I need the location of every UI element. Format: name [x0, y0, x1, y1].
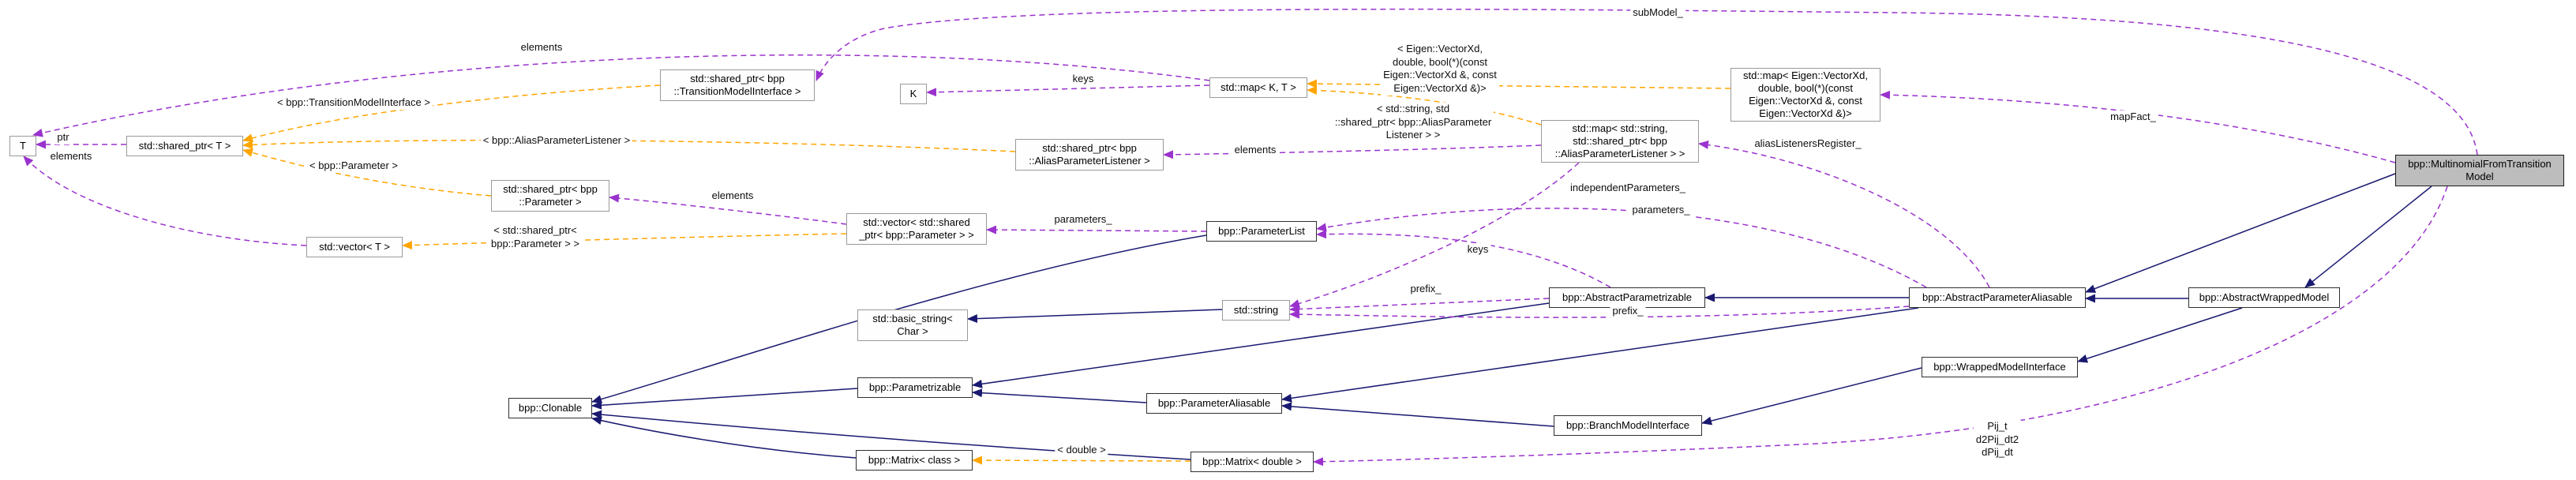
edge-use-listenermap-keys: [1289, 162, 1580, 308]
node-std-map-string-aliasparameterlistener: std::map< std::string, std::shared_ptr< …: [1541, 120, 1699, 163]
edge-tpl-sharedptr-transitionmodelinterface: [242, 84, 661, 143]
edge-label-independentparameters: independentParameters_: [1568, 182, 1688, 195]
edge-label-elements-vector: elements: [47, 150, 95, 163]
edge-use-parameters-abstractparametrizable: [1316, 230, 1611, 288]
edge-label-ptr: ptr: [54, 131, 72, 144]
edge-tpl-map-string-listener: [1307, 85, 1542, 126]
edge-inh-multinomial-to-abstractwrappedmodel: [2304, 186, 2432, 288]
node-bpp-wrappedmodelinterface[interactable]: bpp::WrappedModelInterface: [1922, 357, 2078, 377]
edge-inh-string-to-basicstring: [967, 309, 1223, 324]
node-std-shared-ptr-t: std::shared_ptr< T >: [126, 136, 243, 156]
edge-inh-branchmodelinterface-to-parameteraliasable: [1281, 402, 1554, 427]
edge-label-mapfact: mapFact_: [2108, 111, 2158, 124]
edge-label-parameters-abstract: parameters_: [1629, 204, 1693, 217]
node-std-vector-t: std::vector< T >: [306, 237, 403, 257]
edge-use-pij-matrices: [1313, 186, 2448, 467]
edge-tpl-vector-sharedptr-parameter: [402, 233, 847, 250]
node-std-map-k-t: std::map< K, T >: [1209, 77, 1307, 98]
edge-use-map-keys: [926, 84, 1210, 97]
edge-use-parameters-parameterlist: [986, 225, 1207, 234]
edge-tpl-sharedptr-aliasparameterlistener: [242, 139, 1016, 152]
edge-label-parameters-list: parameters_: [1052, 213, 1115, 227]
edge-inh-parameteraliasable-to-parametrizable: [972, 388, 1147, 403]
edge-label-template-parameter: < bpp::Parameter >: [306, 159, 401, 173]
edge-label-prefix-parametrizable: prefix_: [1408, 283, 1444, 296]
edge-label-elements-listener-map: elements: [1232, 144, 1279, 157]
node-bpp-parametrizable[interactable]: bpp::Parametrizable: [857, 377, 973, 398]
node-shared-ptr-aliasparameterlistener: std::shared_ptr< bpp ::AliasParameterLis…: [1015, 139, 1164, 171]
edge-label-aliaslistenersregister: aliasListenersRegister_: [1752, 137, 1864, 151]
edge-label-pij: Pij_t d2Pij_dt2 dPij_dt: [1973, 420, 2022, 459]
edge-label-elements-param-vector: elements: [709, 189, 756, 203]
edge-label-keys-string: keys: [1464, 243, 1491, 257]
edge-inh-matrixclass-to-clonable: [591, 416, 857, 459]
node-bpp-branchmodelinterface[interactable]: bpp::BranchModelInterface: [1554, 415, 1702, 436]
node-template-param-t: T: [9, 136, 36, 156]
edge-inh-abstractwrappedmodel-to-wrappedmodelinterface: [2077, 307, 2243, 363]
edge-use-vector-elements-parameter: [609, 193, 847, 225]
edge-label-template-string-listener: < std::string, std ::shared_ptr< bpp::Al…: [1332, 103, 1494, 142]
node-bpp-matrix-double[interactable]: bpp::Matrix< double >: [1191, 452, 1314, 472]
node-bpp-matrix-class[interactable]: bpp::Matrix< class >: [856, 450, 973, 471]
node-std-vector-shared-ptr-parameter: std::vector< std::shared _ptr< bpp::Para…: [846, 213, 987, 245]
edge-tpl-map-eigen: [1307, 79, 1731, 89]
edge-label-template-vector-parameter: < std::shared_ptr< bpp::Parameter > >: [488, 224, 583, 251]
edge-inh-multinomial-to-abstractparameteraliasable: [2085, 173, 2396, 293]
node-bpp-multinomialfromtransitionmodel: bpp::MultinomialFromTransition Model: [2395, 155, 2564, 186]
edge-label-keys-map: keys: [1070, 73, 1097, 86]
node-bpp-clonable[interactable]: bpp::Clonable: [508, 398, 592, 418]
node-shared-ptr-transitionmodelinterface: std::shared_ptr< bpp ::TransitionModelIn…: [660, 69, 815, 101]
node-bpp-abstractparameteraliasable[interactable]: bpp::AbstractParameterAliasable: [1909, 287, 2086, 308]
edge-inh-wrappedmodelinterface-to-branchmodelinterface: [1701, 367, 1922, 426]
edge-use-aliaslistenersregister: [1698, 140, 1990, 288]
node-std-map-eigen-vectorxd: std::map< Eigen::VectorXd, double, bool(…: [1730, 68, 1880, 122]
node-std-basic-string: std::basic_string< Char >: [857, 309, 968, 341]
edge-use-prefix-aliasable: [1289, 306, 1910, 319]
node-template-param-k: K: [900, 84, 927, 104]
edge-tpl-matrix-double: [972, 456, 1191, 465]
edge-label-elements-map: elements: [518, 41, 565, 54]
node-bpp-parameterlist[interactable]: bpp::ParameterList: [1206, 221, 1317, 242]
edge-tpl-sharedptr-parameter: [242, 148, 492, 197]
edge-label-template-transitionmodelinterface: < bpp::TransitionModelInterface >: [275, 96, 433, 110]
node-std-string: std::string: [1222, 300, 1290, 321]
edge-use-prefix-abstractparametrizable: [1289, 298, 1550, 313]
edge-use-map-elements: [32, 54, 1210, 137]
edge-use-mapfact: [1880, 90, 2396, 163]
edge-inh-parametrizable-to-clonable: [591, 388, 858, 410]
edge-label-template-eigen: < Eigen::VectorXd, double, bool(*)(const…: [1381, 43, 1499, 96]
edge-label-template-double: < double >: [1055, 444, 1108, 457]
edge-label-prefix-aliasable: prefix_: [1610, 305, 1646, 318]
edge-inh-abstractparameteraliasable-to-parameteraliasable: [1281, 307, 1919, 403]
edge-label-submodel: subModel_: [1630, 6, 1685, 20]
edge-use-listenermap-elements: [1163, 144, 1542, 159]
node-shared-ptr-parameter: std::shared_ptr< bpp ::Parameter >: [491, 180, 609, 212]
edge-use-independentparameters: [1316, 208, 1927, 288]
edge-use-vector-elements: [23, 156, 307, 246]
edge-label-template-aliasparameterlistener: < bpp::AliasParameterListener >: [480, 134, 633, 148]
node-bpp-parameteraliasable[interactable]: bpp::ParameterAliasable: [1146, 393, 1282, 414]
node-bpp-abstractwrappedmodel[interactable]: bpp::AbstractWrappedModel: [2188, 287, 2340, 308]
